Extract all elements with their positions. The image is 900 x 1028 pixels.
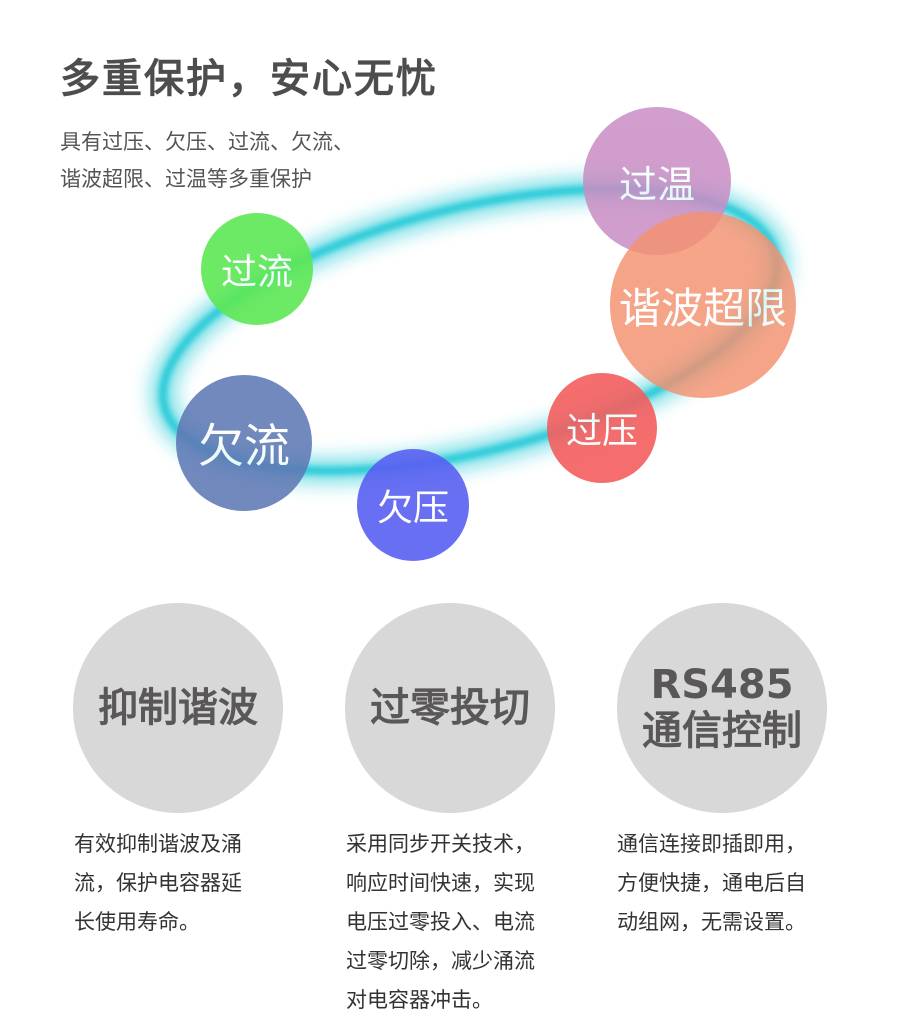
feature-circle-harmonic-suppression: 抑制谐波 — [73, 603, 283, 813]
protection-bubble-undercurrent: 欠流 — [176, 375, 312, 511]
description-line: 电压过零投入、电流 — [346, 910, 535, 934]
feature-title-line1: 过零投切 — [370, 685, 530, 731]
description-line: 采用同步开关技术， — [346, 832, 535, 856]
protection-label-undercurrent: 欠流 — [198, 419, 290, 473]
feature-description-harmonic-suppression: 有效抑制谐波及涌 流，保护电容器延 长使用寿命。 — [74, 825, 242, 942]
feature-description-rs485: 通信连接即插即用， 方便快捷，通电后自 动组网，无需设置。 — [617, 825, 806, 942]
description-line: 过零切除，减少涌流 — [346, 949, 535, 973]
feature-circle-rs485: RS485 通信控制 — [617, 603, 827, 813]
protection-bubble-overcurrent: 过流 — [201, 213, 313, 325]
description-line: 流，保护电容器延 — [74, 871, 242, 895]
description-line: 长使用寿命。 — [74, 910, 200, 934]
feature-title-line1: RS485 — [650, 662, 794, 708]
protection-bubble-harmonic: 谐波超限 — [610, 212, 796, 398]
subtitle-line-1: 具有过压、欠压、过流、欠流、 — [60, 130, 354, 154]
protection-bubble-overvoltage: 过压 — [547, 373, 657, 483]
description-line: 响应时间快速，实现 — [346, 871, 535, 895]
protection-label-overcurrent: 过流 — [220, 252, 293, 293]
description-line: 动组网，无需设置。 — [617, 910, 806, 934]
protection-bubble-undervoltage: 欠压 — [357, 449, 469, 561]
subtitle-line-2: 谐波超限、过温等多重保护 — [60, 167, 312, 191]
feature-title-line1: 抑制谐波 — [98, 685, 258, 731]
feature-title-line2: 通信控制 — [642, 708, 802, 754]
protection-label-harmonic: 谐波超限 — [618, 283, 787, 333]
description-line: 有效抑制谐波及涌 — [74, 832, 242, 856]
protection-label-overtemp: 过温 — [618, 162, 695, 207]
description-line: 对电容器冲击。 — [346, 988, 493, 1012]
description-line: 方便快捷，通电后自 — [617, 871, 806, 895]
page-title: 多重保护，安心无忧 — [60, 56, 438, 102]
feature-circle-zero-crossing: 过零投切 — [345, 603, 555, 813]
protection-label-undervoltage: 欠压 — [376, 488, 449, 529]
description-line: 通信连接即插即用， — [617, 832, 806, 856]
page-subtitle: 具有过压、欠压、过流、欠流、 谐波超限、过温等多重保护 — [60, 124, 390, 198]
protection-label-overvoltage: 过压 — [565, 411, 638, 452]
feature-description-zero-crossing: 采用同步开关技术， 响应时间快速，实现 电压过零投入、电流 过零切除，减少涌流 … — [346, 825, 535, 1020]
